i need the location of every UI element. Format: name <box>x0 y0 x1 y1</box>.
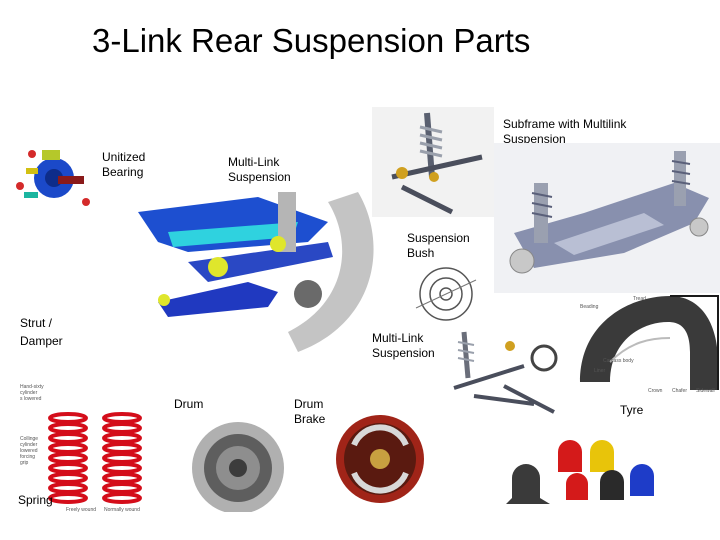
unitized-bearing-label: Unitized Bearing <box>102 150 146 179</box>
tyre-part-chafer: Chafer <box>672 388 688 394</box>
tyre-part-sidewall: Sidewall <box>696 388 715 394</box>
spring-note-bottom-right: Normally wound <box>104 507 140 513</box>
spring-note-bottom-left: Freely wound <box>66 507 97 513</box>
slide-title: 3-Link Rear Suspension Parts <box>92 22 531 59</box>
coil-springs-image <box>48 412 142 504</box>
drum-brake-label: Drum Brake <box>294 397 326 426</box>
tyre-part-beading: Beading <box>580 304 599 310</box>
subframe-image <box>494 143 720 293</box>
tyre-image <box>580 295 719 390</box>
multi-link-top-label: Multi-Link Suspension <box>228 155 291 184</box>
tyre-part-liner: Liner <box>594 368 606 374</box>
spring-note-mid: Collinge cylinder lowered forcing grip <box>20 436 39 466</box>
unitized-bearing-image <box>16 150 90 206</box>
drum-brake-image <box>336 415 424 503</box>
damper-label: Damper <box>20 334 63 348</box>
coilover-strut-image <box>372 107 494 217</box>
subframe-label: Subframe with Multilink Suspension <box>503 117 627 146</box>
strut-label: Strut / <box>20 316 53 330</box>
multi-link-suspension-image <box>128 182 388 370</box>
tyre-part-carcass: Carcass body <box>603 358 634 364</box>
drum-label: Drum <box>174 397 204 411</box>
sway-bar-bushings-image <box>506 440 654 504</box>
multi-link-mid-label: Multi-Link Suspension <box>372 331 435 360</box>
spring-note-top: Hand-sixty cylinder s lowered <box>20 384 44 402</box>
tyre-part-crown: Crown <box>648 388 663 394</box>
drum-image <box>192 422 284 512</box>
spring-label: Spring <box>18 493 53 507</box>
suspension-bush-label: Suspension Bush <box>407 231 470 260</box>
tyre-part-tread: Tread <box>633 296 646 302</box>
suspension-bush-image <box>415 267 477 321</box>
tyre-label: Tyre <box>620 403 644 417</box>
multi-link-mid-image <box>453 331 558 414</box>
